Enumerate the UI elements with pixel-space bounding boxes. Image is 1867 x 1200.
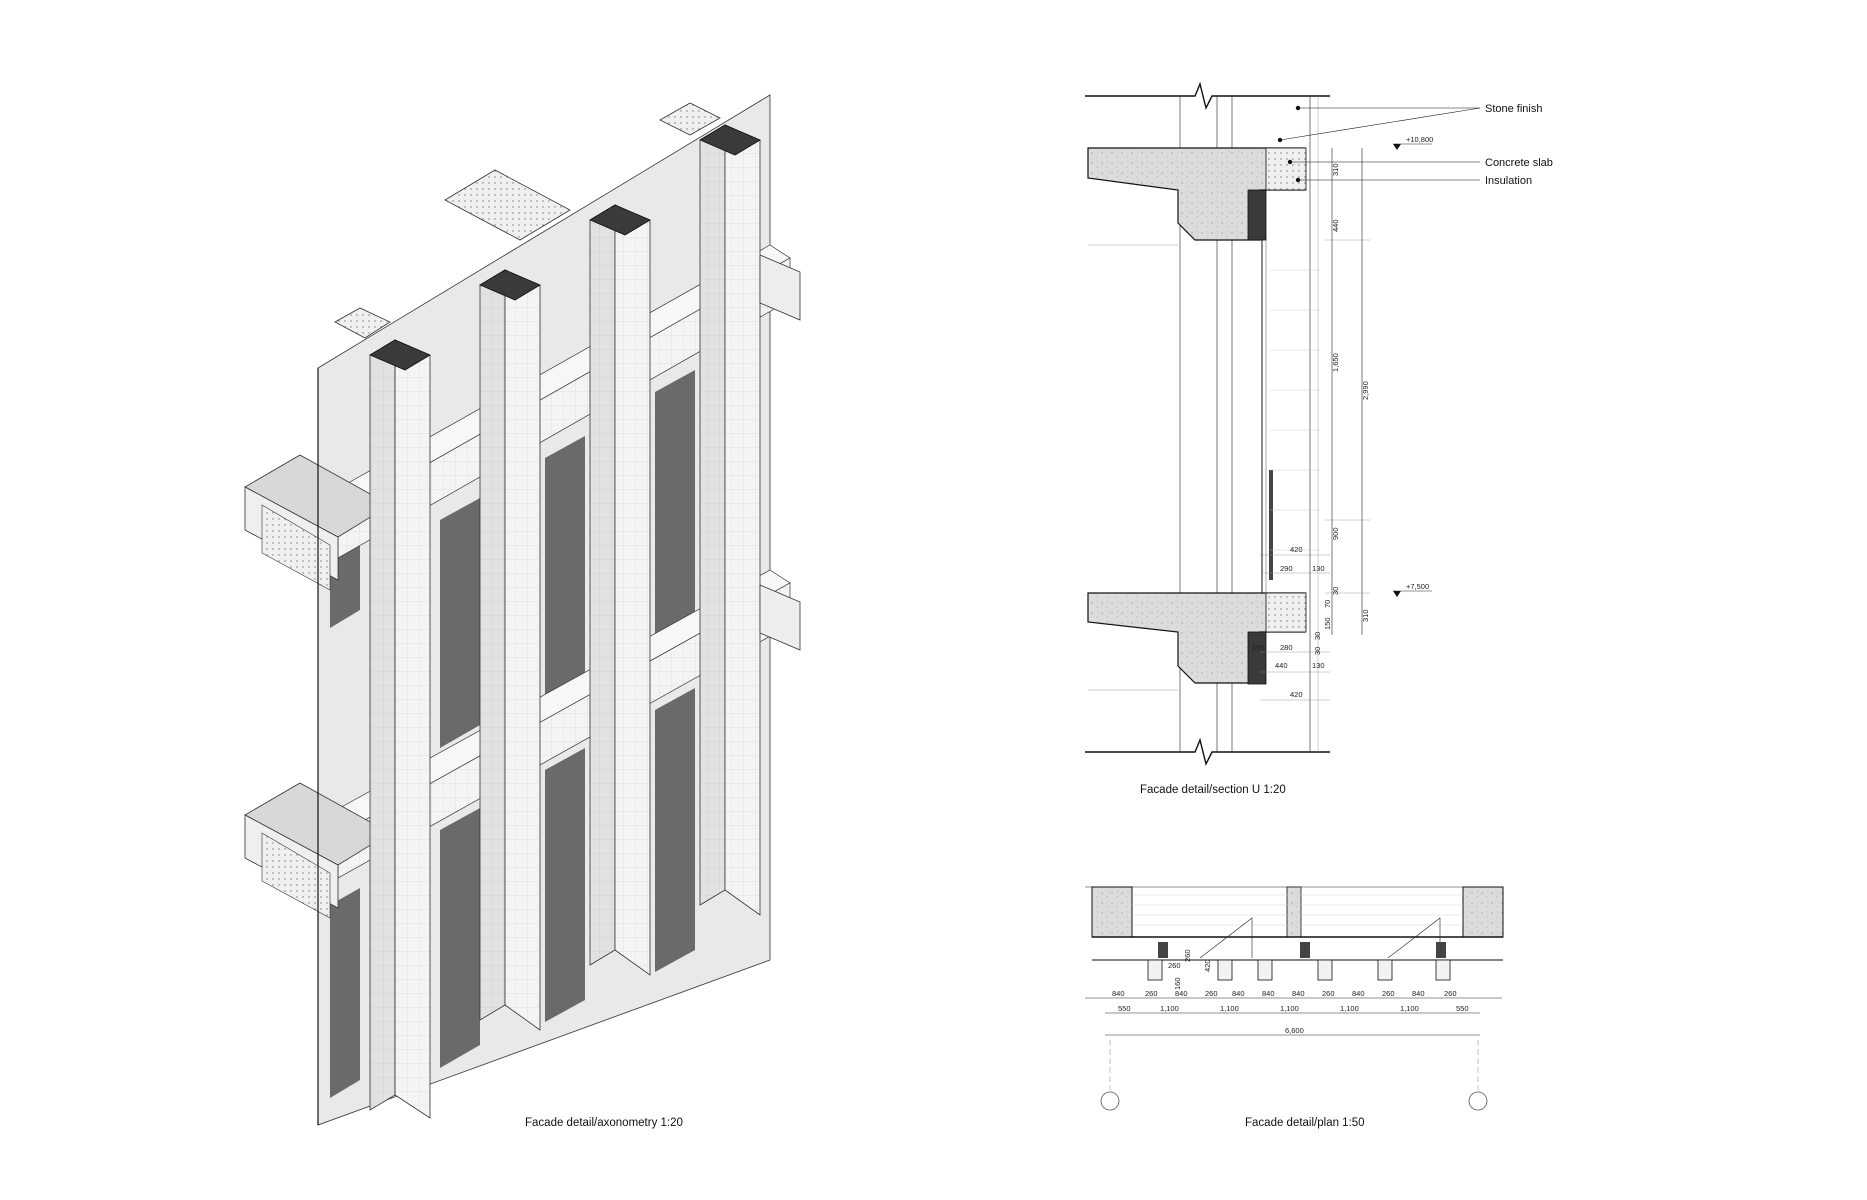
plan-dim-3: 840 [1175,989,1188,998]
plan-dim-9: 840 [1352,989,1365,998]
axonometry-drawing [244,94,801,1126]
dim-310-top: 310 [1331,163,1340,176]
caption-plan: Facade detail/plan 1:50 [1245,1117,1365,1129]
plan-drawing [1085,886,1504,1111]
plan-grid-7: 550 [1456,1004,1469,1013]
dim-1650: 1,650 [1331,353,1340,372]
dim-290: 290 [1280,564,1293,573]
dim-420-bottom: 420 [1290,690,1303,699]
plan-grid-2: 1,100 [1160,1004,1179,1013]
dim-130-bottom: 130 [1312,661,1325,670]
plan-grid-6: 1,100 [1400,1004,1419,1013]
dim-160: 160 [1252,643,1265,652]
dim-420-top: 420 [1290,545,1303,554]
caption-section: Facade detail/section U 1:20 [1140,784,1286,796]
label-concrete-slab: Concrete slab [1485,157,1553,169]
label-insulation: Insulation [1485,175,1532,187]
dim-310-bottom: 310 [1361,609,1370,622]
caption-axonometry: Facade detail/axonometry 1:20 [525,1117,683,1129]
plan-small-260b: 260 [1168,961,1181,970]
plan-small-160: 160 [1173,977,1182,990]
plan-grid-5: 1,100 [1340,1004,1359,1013]
plan-small-420: 420 [1203,959,1212,972]
dim-280: 280 [1280,643,1293,652]
label-stone-finish: Stone finish [1485,103,1542,115]
plan-grid-1: 550 [1118,1004,1131,1013]
dim-30a: 30 [1331,587,1340,595]
plan-small-260a: 260 [1183,949,1192,962]
dim-30c: 30 [1313,647,1322,655]
plan-dim-11: 840 [1412,989,1425,998]
plan-dim-4: 260 [1205,989,1218,998]
vertical-fins [369,124,761,1119]
plan-grid-4: 1,100 [1280,1004,1299,1013]
spandrel-bands [317,244,791,879]
plan-total: 6,600 [1285,1026,1304,1035]
level-bottom: +7,500 [1406,582,1429,591]
plan-dim-6: 840 [1262,989,1275,998]
dim-440-bottom: 440 [1275,661,1288,670]
plan-dim-1: 840 [1112,989,1125,998]
dim-70: 70 [1323,600,1332,608]
dim-2990: 2,990 [1361,381,1370,400]
plan-dim-5: 840 [1232,989,1245,998]
dim-30b: 30 [1313,632,1322,640]
section-drawing [1085,81,1481,767]
plan-dim-8: 260 [1322,989,1335,998]
plan-dimensions: 840 260 840 260 840 840 840 260 840 260 … [1112,949,1469,1035]
section-dimensions: 310 440 1,650 2,990 900 420 290 130 30 7… [1252,163,1370,699]
dim-900: 900 [1331,527,1340,540]
dim-130-top: 130 [1312,564,1325,573]
dim-150: 150 [1323,617,1332,630]
plan-dim-2: 260 [1145,989,1158,998]
dim-440: 440 [1331,219,1340,232]
plan-dim-7: 840 [1292,989,1305,998]
level-top: +10,800 [1406,135,1433,144]
plan-grid-3: 1,100 [1220,1004,1239,1013]
plan-dim-12: 260 [1444,989,1457,998]
plan-dim-10: 260 [1382,989,1395,998]
